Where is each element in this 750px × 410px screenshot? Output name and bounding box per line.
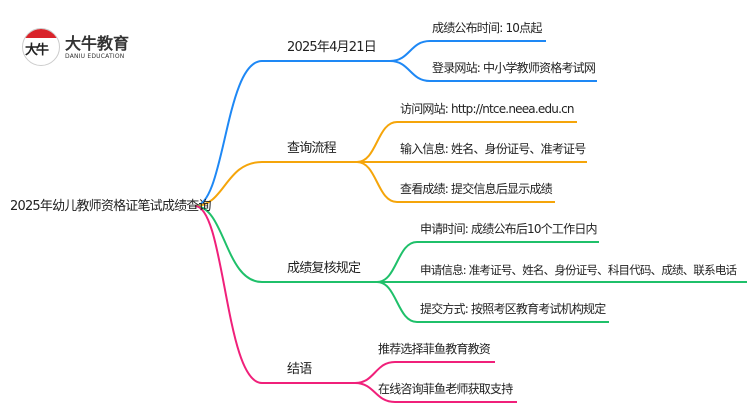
brand-logo: 大牛 大牛教育 DANIU EDUCATION [22,28,129,66]
leaf-recommend[interactable]: 推荐选择菲鱼教育教资 [378,342,491,356]
leaf-submit-method[interactable]: 提交方式: 按照考区教育考试机构规定 [420,302,606,316]
branch-conclusion[interactable]: 结语 [287,362,312,377]
logo-mark-icon: 大牛 [22,28,60,66]
leaf-input-info[interactable]: 输入信息: 姓名、身份证号、准考证号 [400,142,586,156]
leaf-connector [356,121,577,163]
root-topic[interactable]: 2025年幼儿教师资格证笔试成绩查询 [10,199,211,214]
leaf-connector [354,361,495,384]
leaf-connector [389,40,546,62]
branch-connector [194,205,355,384]
branch-connector [194,60,390,207]
leaf-connector [376,281,609,323]
leaf-apply-time[interactable]: 申请时间: 成绩公布后10个工作日内 [420,222,598,236]
branch-connector [194,205,377,283]
leaf-connector [354,382,517,403]
branch-review-rules[interactable]: 成绩复核规定 [287,261,361,276]
leaf-apply-info[interactable]: 申请信息: 准考证号、姓名、身份证号、科目代码、成绩、联系电话 [420,263,737,277]
branch-date[interactable]: 2025年4月21日 [287,40,377,55]
logo-name: 大牛教育 [65,34,130,53]
leaf-view-score[interactable]: 查看成绩: 提交信息后显示成绩 [400,182,553,196]
branch-connector [194,161,357,207]
leaf-visit-site[interactable]: 访问网站: http://ntce.neea.edu.cn [400,102,574,116]
leaf-login-site[interactable]: 登录网站: 中小学教师资格考试网 [432,61,596,75]
leaf-release-time[interactable]: 成绩公布时间: 10点起 [432,21,542,35]
logo-subtitle: DANIU EDUCATION [65,53,125,60]
leaf-consult[interactable]: 在线咨询菲鱼老师获取支持 [378,382,513,396]
logo-mark-text: 大牛 [25,43,49,58]
leaf-connector [376,241,599,283]
leaf-connector [389,60,597,82]
leaf-connector [356,161,555,203]
branch-query-process[interactable]: 查询流程 [287,141,337,156]
